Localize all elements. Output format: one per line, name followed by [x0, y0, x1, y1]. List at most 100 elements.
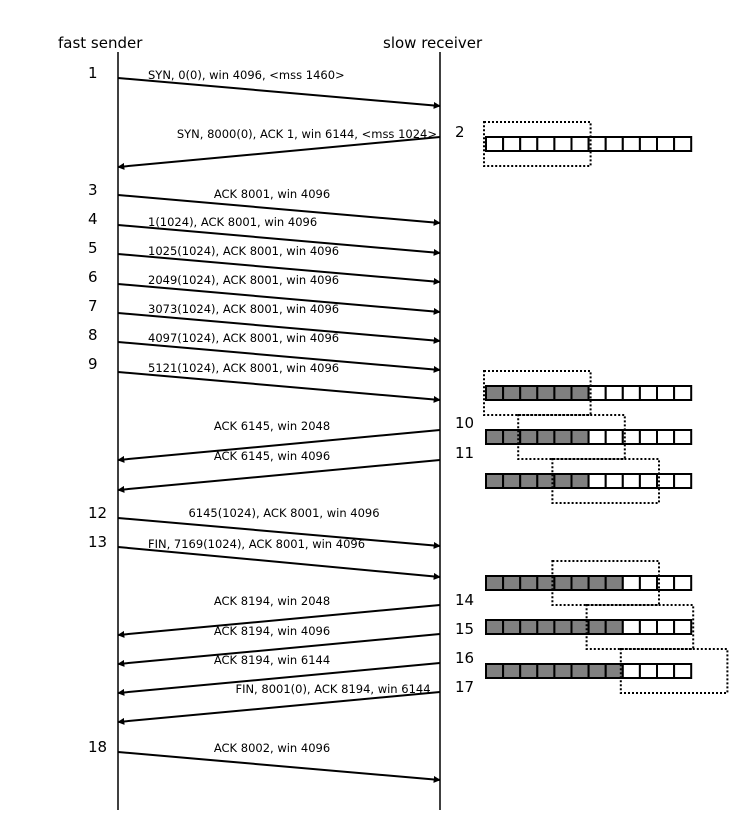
receive-window — [551, 458, 661, 504]
sender-header: fast sender — [58, 34, 143, 52]
message-arrow — [117, 253, 441, 285]
message-label: FIN, 7169(1024), ACK 8001, win 4096 — [148, 537, 365, 551]
filled-slot — [570, 663, 590, 679]
filled-slot — [519, 473, 539, 489]
empty-slot — [587, 473, 607, 489]
filled-slot — [502, 385, 522, 401]
filled-slot — [587, 575, 607, 591]
step-number: 10 — [455, 414, 474, 432]
step-number: 2 — [455, 123, 465, 141]
empty-slot — [621, 136, 641, 152]
step-number: 16 — [455, 649, 474, 667]
empty-slot — [570, 136, 590, 152]
message-label: FIN, 8001(0), ACK 8194, win 6144 — [235, 682, 430, 696]
step-number: 13 — [88, 533, 107, 551]
step-number: 17 — [455, 678, 474, 696]
message-17: 17 FIN, 8001(0), ACK 8194, win 6144 — [117, 678, 474, 725]
filled-slot — [519, 575, 539, 591]
empty-slot — [638, 385, 659, 401]
message-arrow — [117, 662, 441, 696]
step-number: 18 — [88, 738, 107, 756]
filled-slot — [485, 429, 505, 445]
filled-slot — [587, 619, 607, 635]
filled-slot — [553, 663, 573, 679]
message-arrow — [117, 691, 441, 725]
message-label: 1(1024), ACK 8001, win 4096 — [148, 215, 317, 229]
filled-slot — [485, 385, 505, 401]
empty-slot — [604, 473, 624, 489]
step-number: 9 — [88, 355, 98, 373]
message-label: 1025(1024), ACK 8001, win 4096 — [148, 244, 339, 258]
filled-slot — [519, 385, 539, 401]
empty-slot — [621, 663, 641, 679]
message-label: 5121(1024), ACK 8001, win 4096 — [148, 361, 339, 375]
message-arrow — [117, 604, 441, 638]
empty-slot — [673, 385, 693, 401]
message-arrow — [117, 429, 441, 463]
filled-slot — [553, 575, 573, 591]
step-number: 15 — [455, 620, 474, 638]
filled-slot — [604, 619, 624, 635]
receiver-header: slow receiver — [383, 34, 483, 52]
filled-slot — [570, 473, 590, 489]
empty-slot — [638, 575, 659, 591]
empty-slot — [656, 619, 676, 635]
step-number: 12 — [88, 504, 107, 522]
step-number: 14 — [455, 591, 474, 609]
empty-slot — [621, 619, 641, 635]
message-label: ACK 8001, win 4096 — [214, 187, 330, 201]
filled-slot — [485, 663, 505, 679]
empty-slot — [604, 385, 624, 401]
buffer-5 — [485, 560, 693, 606]
step-number: 6 — [88, 268, 98, 286]
receive-window — [619, 648, 729, 694]
filled-slot — [519, 619, 539, 635]
empty-slot — [621, 575, 641, 591]
empty-slot — [638, 429, 659, 445]
buffer-3 — [485, 414, 693, 460]
receive-window — [483, 121, 592, 167]
message-9: 9 5121(1024), ACK 8001, win 4096 — [88, 355, 441, 403]
filled-slot — [553, 429, 573, 445]
message-label: 4097(1024), ACK 8001, win 4096 — [148, 331, 339, 345]
message-13: 13 FIN, 7169(1024), ACK 8001, win 4096 — [88, 533, 441, 580]
step-number: 1 — [88, 64, 98, 82]
filled-slot — [536, 429, 556, 445]
empty-slot — [519, 136, 539, 152]
step-number: 11 — [455, 444, 474, 462]
buffer-4 — [485, 458, 693, 504]
empty-slot — [673, 429, 693, 445]
receive-window — [483, 370, 592, 416]
buffer-2 — [483, 370, 693, 416]
filled-slot — [553, 385, 573, 401]
filled-slot — [536, 663, 556, 679]
message-arrow — [117, 224, 441, 256]
empty-slot — [673, 619, 693, 635]
step-number: 4 — [88, 210, 98, 228]
empty-slot — [656, 385, 676, 401]
empty-slot — [553, 136, 573, 152]
filled-slot — [587, 663, 607, 679]
empty-slot — [673, 473, 693, 489]
empty-slot — [638, 136, 659, 152]
receive-window — [517, 414, 626, 460]
filled-slot — [502, 663, 522, 679]
filled-slot — [519, 663, 539, 679]
filled-slot — [536, 385, 556, 401]
empty-slot — [638, 473, 659, 489]
empty-slot — [656, 429, 676, 445]
step-number: 3 — [88, 181, 98, 199]
filled-slot — [519, 429, 539, 445]
filled-slot — [570, 385, 590, 401]
message-arrow — [117, 517, 441, 549]
message-label: 2049(1024), ACK 8001, win 4096 — [148, 273, 339, 287]
empty-slot — [536, 136, 556, 152]
empty-slot — [587, 429, 607, 445]
